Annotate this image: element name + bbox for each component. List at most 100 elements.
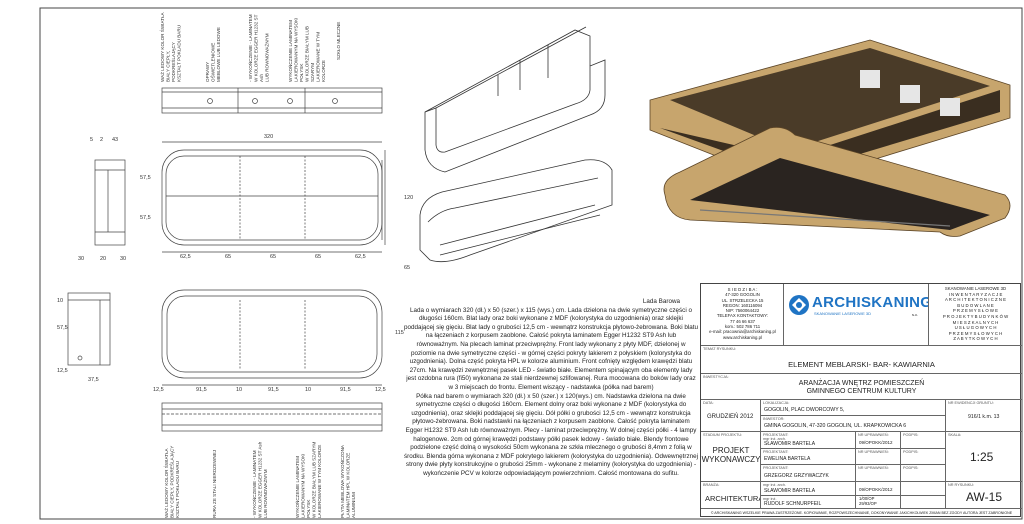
signature-label-1: PODPIS: (903, 433, 919, 437)
stage-value: PROJEKT WYKONAWCZY (701, 446, 761, 464)
bottom-note-2: RURA ZE STALI NIERDZEWNEJ (212, 449, 217, 518)
dim-plan-seg-4: 91,5 (268, 387, 279, 393)
elevation-front (161, 141, 386, 253)
sheet-border (39, 7, 1023, 520)
signature-label-2: PODPIS: (903, 450, 919, 454)
dim-plan-side-2: 57,5 (57, 325, 68, 331)
verifier-signature-2 (901, 496, 946, 509)
signature-1-cell: PODPIS: (901, 432, 946, 449)
investment-cell: INWESTYCJA: ARANŻACJA WNĘTRZ POMIESZCZEŃ… (701, 374, 1022, 400)
investor-label: INWESTOR: (763, 417, 785, 421)
designer-3-name: GRZEGORZ GRZYWACZYK (764, 473, 829, 479)
designer-row-2: PROJEKTANT: EWELINA BARTELA (761, 449, 856, 465)
dim-front-seg-4: 65 (315, 254, 322, 260)
dim-plan-side-4: 37,5 (88, 377, 99, 383)
sheet-number-label: NR RYSUNKU: (948, 483, 975, 487)
logo-cell: ARCHISKANING SKANOWANIE LASEROWE 3D s.c.… (784, 284, 929, 346)
dim-plan-seg-7: 12,5 (375, 387, 386, 393)
dim-plan-seg-2: 91,5 (196, 387, 207, 393)
designer-1-name: SŁAWOMIR BARTELA (764, 441, 816, 447)
licence-label-1: NR UPRAWNIEŃ: (858, 433, 889, 437)
date-cell: DATA: GRUDZIEŃ 2012 (701, 400, 761, 432)
designer-1-role: mgr inż. arch. (763, 437, 786, 441)
copyright-footer: © ARCHISKANING WSZELKIE PRAWA ZASTRZEŻON… (710, 511, 1013, 515)
plan-view (161, 289, 383, 386)
verifier-row-1: mgr inż. arch. SŁAWOMIR BARTELA (761, 482, 856, 496)
designer-row-1: PROJEKTANT: mgr inż. arch. SŁAWOMIR BART… (761, 432, 856, 449)
licence-2-cell: NR UPRAWNIEŃ: (856, 449, 901, 465)
drawing-title-label: TEMAT RYSUNKU: (703, 347, 737, 351)
dim-iso-1: 120 (404, 195, 414, 201)
verifier-1-licence: 09/OPOKK/2012 (859, 487, 893, 492)
isometric-wireframes (419, 26, 613, 263)
location-value: GOGOLIN, PLAC DWORCOWY 5, (764, 407, 845, 413)
dim-plan-seg-5: 10 (305, 387, 312, 393)
dim-front-seg-1: 62,5 (180, 254, 191, 260)
designer-label-3: PROJEKTANT: (763, 466, 789, 470)
dim-plan-seg-6: 91,5 (340, 387, 351, 393)
dim-side-bottom-1: 30 (78, 256, 85, 262)
dim-front-total: 320 (264, 134, 274, 140)
scale-label: SKALA: (948, 433, 962, 437)
sheet-number-cell: NR RYSUNKU: AW-15 (946, 482, 1022, 509)
elevation-top-unit (161, 87, 383, 114)
verifier-1-name: SŁAWOMIR BARTELA (764, 488, 816, 494)
branch-value: ARCHITEKTURA (705, 494, 761, 503)
dim-plan-seg-1: 12,5 (153, 387, 164, 393)
bottom-note-4: WYKOŃCZENIE LAMINATEM LAKIEROWANYM NA WY… (295, 441, 322, 518)
stage-label: STADIUM PROJEKTU: (703, 433, 743, 437)
verifier-licence-1: 09/OPOKK/2012 (856, 482, 901, 496)
date-value: GRUDZIEŃ 2012 (707, 414, 754, 420)
licence-label-3: NR UPRAWNIEŃ: (858, 466, 889, 470)
designer-label: PROJEKTANT: (763, 433, 789, 437)
licence-1-cell: NR UPRAWNIEŃ: 09/OPOKK/2012 (856, 432, 901, 449)
logo-sub: SKANOWANIE LASEROWE 3D (814, 311, 871, 316)
dim-side-bottom-2: 20 (100, 256, 107, 262)
top-note-1: WAŻ LEDOWY KOLOR ŚWIATŁA BIAŁY CIEPŁY, P… (160, 12, 182, 82)
signature-2-cell: PODPIS: (901, 449, 946, 465)
description-block: Lada Barowa Lada o wymiarach 320 (dł.) x… (404, 298, 698, 478)
signature-label-3: PODPIS: (903, 466, 919, 470)
logo-text: ARCHISKANING (812, 294, 929, 311)
location-cell: LOKALIZACJA: GOGOLIN, PLAC DWORCOWY 5, (761, 400, 946, 416)
licence-label-2: NR UPRAWNIEŃ: (858, 450, 889, 454)
description-text: Lada o wymiarach 320 (dł.) x 50 (szer.) … (404, 306, 699, 391)
investor-cell: INWESTOR: GMINA GOGOLIN, 47-320 GOGOLIN,… (761, 416, 946, 432)
investor-value: GMINA GOGOLIN, 47-320 GOGOLIN, UL. KRAPK… (764, 423, 907, 429)
drawing-title-cell: TEMAT RYSUNKU: ELEMENT MEBLARSKI- BAR- K… (701, 346, 1022, 374)
office-address-cell: S I E D Z I B A : 47-320 GOGOLIN UL. STR… (701, 284, 784, 346)
investment-text: ARANŻACJA WNĘTRZ POMIESZCZEŃ GMINNEGO CE… (798, 380, 925, 395)
verifier-licence-2: 1/00/OP 29/93/OP (856, 496, 901, 509)
dim-side-top-3: 43 (112, 137, 119, 143)
stage-cell: STADIUM PROJEKTU: PROJEKT WYKONAWCZY (701, 432, 761, 482)
dim-front-height-3: 115 (395, 330, 404, 336)
dim-front-seg-3: 65 (270, 254, 277, 260)
location-label: LOKALIZACJA: (763, 401, 790, 405)
designer-label-2: PROJEKTANT: (763, 450, 789, 454)
description-title: Lada Barowa (642, 298, 680, 305)
logo-icon (788, 294, 810, 321)
bottom-note-1: WAŻ LEDOWY KOLOR ŚWIATŁA BIAŁY CIEPŁY, P… (164, 445, 180, 518)
designer-2-name: EWELINA BARTELA (764, 456, 811, 462)
branch-cell: BRANŻA: ARCHITEKTURA (701, 482, 761, 509)
verifier-2-name: RUDOLF SCHNURPFEIL (764, 501, 822, 507)
dim-side-bottom-3: 30 (120, 256, 127, 262)
services-cell: SKANOWANIE LASEROWE 3D I N W E N T A R Y… (929, 284, 1022, 346)
plot-value: 916/1 k.m. 13 (968, 414, 1000, 420)
dim-plan-side-3: 12,5 (57, 368, 68, 374)
verifier-1-role: mgr inż. arch. (763, 483, 786, 487)
services-list: SKANOWANIE LASEROWE 3D I N W E N T A R Y… (942, 286, 1009, 342)
top-note-2: OPRAWY OŚWIETLENIOWE MEBLOWE LUB LEDOWE (205, 27, 221, 82)
dim-plan-seg-3: 10 (236, 387, 243, 393)
dim-front-seg-5: 62,5 (355, 254, 366, 260)
verifier-2-role: mgr inż. (763, 497, 777, 501)
bottom-note-3: - WYKOŃCZENIE - LAMINATEM W KOLORZE EGGE… (252, 441, 268, 518)
plot-label: NR EWIDENCJI GRUNTU: (948, 401, 994, 405)
owners-name: Beata & Rudolf Schnurpfeil (790, 324, 920, 335)
date-label: DATA: (703, 401, 714, 405)
dim-plan-side-1: 10 (57, 298, 64, 304)
signature-3-cell: PODPIS: (901, 465, 946, 482)
verifier-signature-1 (901, 482, 946, 496)
scale-value: 1:25 (970, 450, 994, 464)
